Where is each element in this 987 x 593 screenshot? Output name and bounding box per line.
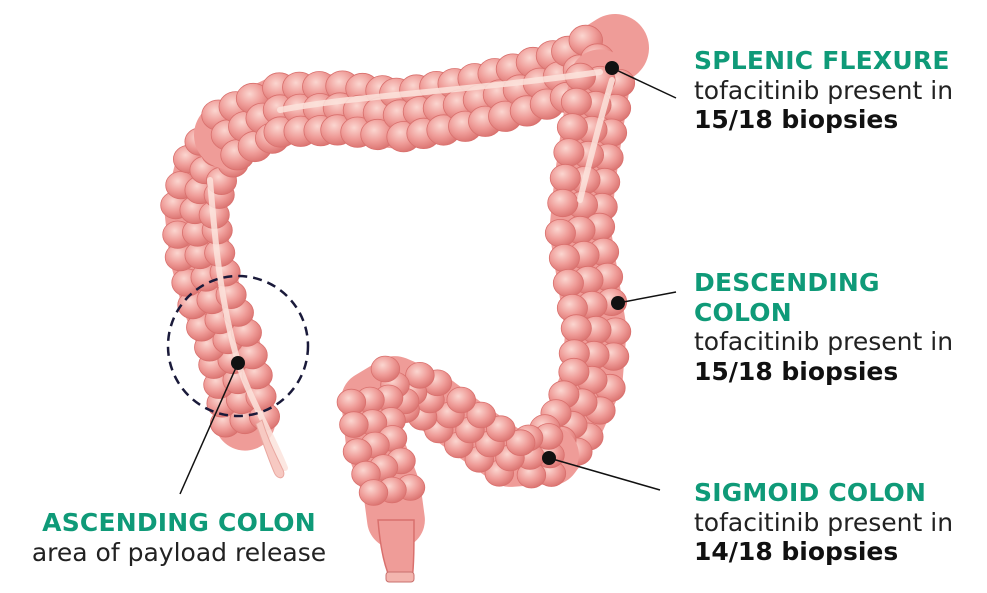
ascending-colon-desc: area of payload release [20, 538, 338, 568]
splenic-flexure-desc: tofacitinib present in [694, 76, 953, 106]
marker-sigmoid-colon [542, 451, 556, 465]
splenic-flexure-count: 15/18 biopsies [694, 105, 953, 135]
haustra-bump [549, 244, 579, 271]
haustra-bump [337, 389, 366, 415]
splenic-flexure-title: SPLENIC FLEXURE [694, 46, 953, 76]
rectum [378, 520, 414, 580]
descending-colon-segment [530, 63, 635, 465]
sigmoid-colon-desc: tofacitinib present in [694, 508, 953, 538]
leader-line-descending [618, 292, 676, 303]
descending-colon-desc: tofacitinib present in [694, 327, 953, 357]
haustra-bump [340, 412, 369, 438]
label-sigmoid-colon: SIGMOID COLON tofacitinib present in 14/… [694, 478, 953, 567]
marker-ascending-colon [231, 356, 245, 370]
sigmoid-colon-title: SIGMOID COLON [694, 478, 953, 508]
haustra-bump [545, 219, 575, 246]
sigmoid-colon-count: 14/18 biopsies [694, 537, 953, 567]
marker-splenic-flexure [605, 61, 619, 75]
haustra-bump [359, 480, 388, 506]
descending-colon-count: 15/18 biopsies [694, 357, 953, 387]
haustra-bump [561, 88, 591, 115]
haustra-bump [553, 269, 583, 296]
label-splenic-flexure: SPLENIC FLEXURE tofacitinib present in 1… [694, 46, 953, 135]
colon-body [161, 25, 635, 520]
label-descending-colon: DESCENDING COLON tofacitinib present in … [694, 268, 953, 386]
haustra-bump [548, 189, 578, 216]
haustra-bump [371, 356, 400, 382]
haustra-bump [561, 315, 591, 342]
sigmoid-colon-segment [337, 356, 566, 520]
haustra-bump [550, 164, 580, 191]
descending-colon-title: DESCENDING COLON [694, 268, 924, 327]
ascending-colon-title: ASCENDING COLON [20, 508, 338, 538]
haustra-bump [343, 439, 372, 465]
haustra-bump [447, 387, 476, 413]
marker-descending-colon [611, 296, 625, 310]
label-ascending-colon: ASCENDING COLON area of payload release [20, 508, 338, 567]
haustra-bump [406, 362, 435, 388]
haustra-bump [557, 114, 587, 141]
anal-opening [386, 572, 414, 582]
haustra-bump [554, 139, 584, 166]
